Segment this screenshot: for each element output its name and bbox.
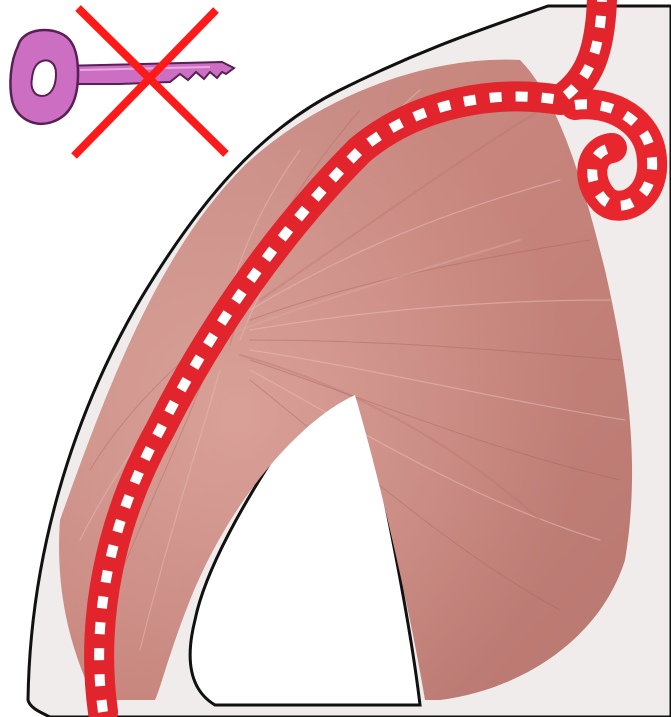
key-hole <box>31 61 56 97</box>
